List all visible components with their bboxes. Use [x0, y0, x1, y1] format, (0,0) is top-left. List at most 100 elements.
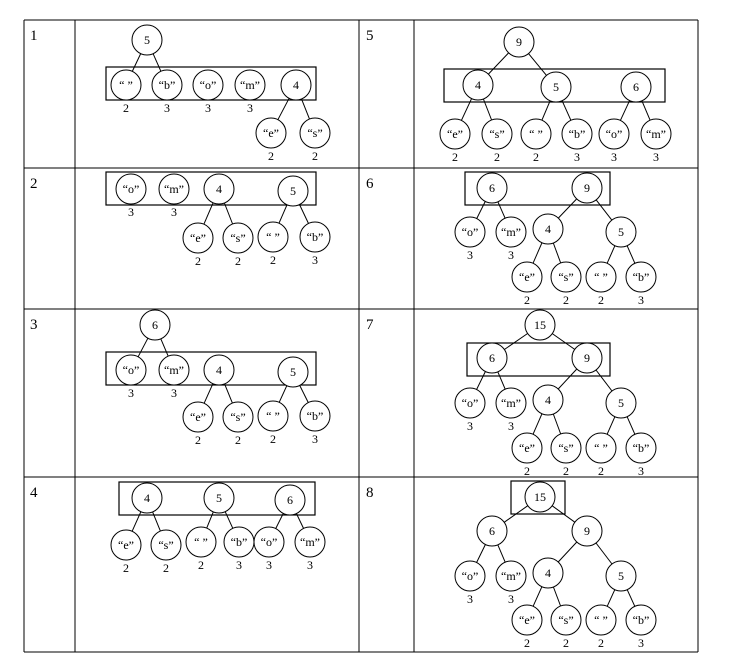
tree-edge — [497, 371, 506, 390]
node-frequency: 3 — [467, 248, 473, 262]
node-frequency: 2 — [598, 293, 604, 307]
node-label: 5 — [618, 225, 624, 239]
node-circle — [257, 400, 289, 432]
tree-node: “m”3 — [495, 387, 527, 433]
tree-node: “m”3 — [158, 354, 190, 400]
tree-edge — [224, 511, 234, 529]
node-frequency: 2 — [163, 561, 169, 575]
node-label: 5 — [553, 80, 559, 94]
node-circle — [550, 432, 582, 464]
tree-edge — [552, 242, 562, 264]
node-label: 15 — [534, 490, 546, 504]
node-label: 4 — [216, 182, 222, 196]
tree-node: “o”3 — [253, 526, 285, 572]
node-circle — [131, 24, 163, 56]
node-circle — [280, 69, 312, 101]
node-label: “b” — [633, 613, 650, 627]
tree-node: “b”3 — [625, 604, 657, 650]
node-frequency: 2 — [563, 464, 569, 478]
node-frequency: 3 — [467, 419, 473, 433]
tree-node: 15 — [524, 309, 556, 341]
node-label: “b” — [159, 78, 176, 92]
tree-edge — [476, 544, 486, 563]
node-circle — [524, 309, 556, 341]
node-frequency: 3 — [312, 253, 318, 267]
tree-edge — [641, 100, 651, 121]
tree-edge — [488, 52, 509, 75]
node-label: 9 — [516, 35, 522, 49]
tree-edge — [595, 369, 613, 392]
node-label: “ ” — [594, 613, 608, 627]
tree-edge — [557, 368, 578, 390]
tree-edge — [497, 201, 506, 219]
tree-node: 4 — [532, 557, 564, 589]
tree-edge — [606, 589, 616, 607]
node-frequency: 3 — [247, 101, 253, 115]
node-circle — [182, 401, 214, 433]
tree-edge — [541, 100, 551, 121]
tree-node: “s”2 — [222, 222, 254, 268]
tree-node: “m”3 — [158, 173, 190, 219]
node-label: 6 — [489, 351, 495, 365]
node-frequency: 2 — [123, 561, 129, 575]
tree-node: “e”2 — [439, 118, 471, 164]
tree-node: 6 — [274, 484, 306, 516]
tree-edge — [476, 371, 486, 390]
node-circle — [585, 604, 617, 636]
node-circle — [605, 560, 637, 592]
tree-node: “b”3 — [299, 221, 331, 267]
step-number-6: 6 — [366, 176, 374, 192]
node-label: 4 — [144, 491, 150, 505]
tree-node: 5 — [540, 71, 572, 103]
tree-edge — [278, 385, 288, 403]
tree-edge — [277, 98, 290, 120]
node-label: 15 — [534, 318, 546, 332]
node-circle — [151, 69, 183, 101]
tree-node: 9 — [571, 515, 603, 547]
node-circle — [299, 400, 331, 432]
node-circle — [532, 384, 564, 416]
tree-node: “b”3 — [625, 261, 657, 307]
node-circle — [222, 222, 254, 254]
node-circle — [462, 69, 494, 101]
tree-edge — [152, 53, 162, 72]
node-frequency: 2 — [524, 636, 530, 650]
node-label: 4 — [545, 222, 551, 236]
node-frequency: 2 — [598, 636, 604, 650]
node-label: 6 — [489, 524, 495, 538]
node-circle — [476, 342, 508, 374]
node-label: 6 — [287, 493, 293, 507]
tree-edge — [626, 245, 636, 264]
node-frequency: 3 — [307, 558, 313, 572]
node-circle — [476, 172, 508, 204]
node-label: “ ” — [119, 78, 133, 92]
node-circle — [625, 432, 657, 464]
step-7-queue-box — [466, 342, 611, 377]
tree-node: 5 — [605, 387, 637, 419]
node-frequency: 3 — [128, 386, 134, 400]
node-label: “ ” — [194, 535, 208, 549]
node-frequency: 3 — [508, 248, 514, 262]
node-circle — [139, 309, 171, 341]
step-number-1: 1 — [30, 28, 38, 44]
tree-node: 5 — [277, 175, 309, 207]
node-circle — [158, 354, 190, 386]
tree-edge — [131, 53, 142, 72]
node-circle — [454, 560, 486, 592]
tree-node: 6 — [620, 71, 652, 103]
node-label: “e” — [190, 231, 206, 245]
node-label: 9 — [584, 524, 590, 538]
step-number-3: 3 — [30, 317, 38, 333]
step-3-queue-box — [105, 351, 317, 386]
tree-edge — [160, 338, 169, 357]
node-label: “b” — [633, 441, 650, 455]
node-frequency: 3 — [574, 150, 580, 164]
node-label: “o” — [123, 182, 140, 196]
tree-edge — [504, 333, 528, 350]
node-circle — [253, 526, 285, 558]
tree-edge — [626, 416, 636, 435]
tree-node: “e”2 — [255, 117, 287, 163]
node-label: “e” — [519, 441, 535, 455]
